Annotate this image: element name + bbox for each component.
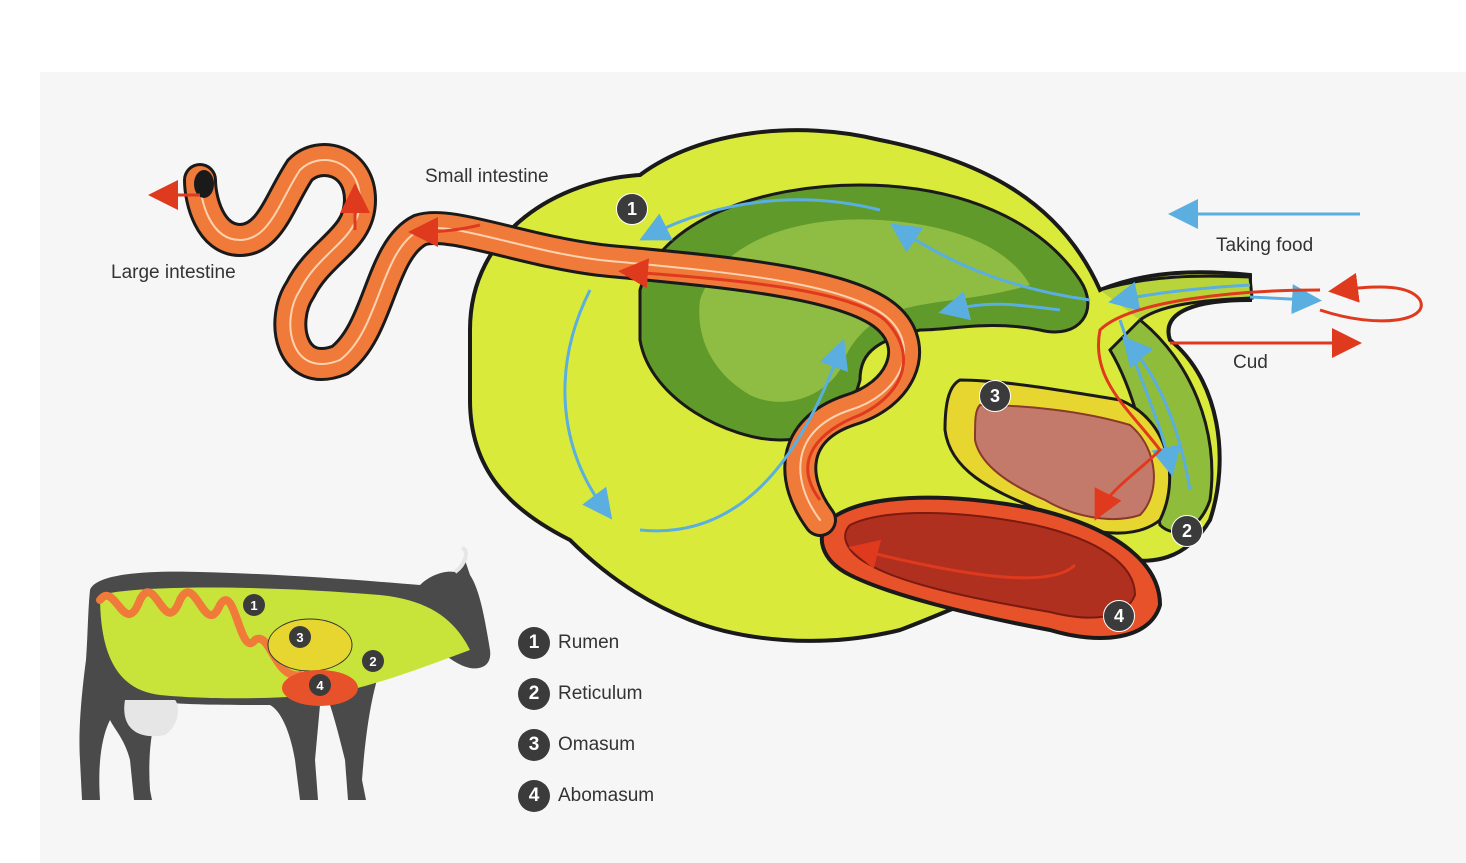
- cow-abomasum-badge: 4: [309, 674, 331, 696]
- large-intestine-label: Large intestine: [111, 262, 236, 283]
- cud-label: Cud: [1233, 352, 1268, 373]
- reticulum-badge: 2: [1171, 515, 1203, 547]
- small-intestine-label: Small intestine: [425, 166, 549, 187]
- legend-label: Omasum: [558, 734, 636, 755]
- legend-badge: 3: [518, 729, 550, 761]
- cow-horn: [453, 546, 468, 574]
- cow-reticulum-badge: 2: [362, 650, 384, 672]
- legend-badge: 2: [518, 678, 550, 710]
- legend-badge: 1: [518, 627, 550, 659]
- legend-label: Rumen: [558, 632, 620, 653]
- legend-item-abomasum: 4 Abomasum: [518, 779, 654, 813]
- rumen-badge: 1: [616, 193, 648, 225]
- cow-udder: [124, 700, 178, 737]
- legend-item-omasum: 3 Omasum: [518, 728, 654, 762]
- abomasum-badge: 4: [1103, 600, 1135, 632]
- intestine-opening: [194, 170, 214, 198]
- cow-omasum: [267, 618, 353, 672]
- cow-illustration: [79, 546, 491, 800]
- omasum-badge: 3: [979, 380, 1011, 412]
- cow-omasum-badge: 3: [289, 626, 311, 648]
- cud-flow-arrows: [148, 180, 1423, 580]
- food-flow-arrows: [563, 198, 1360, 533]
- legend-item-rumen: 1 Rumen: [518, 626, 654, 660]
- legend: 1 Rumen 2 Reticulum 3 Omasum 4 Abomasum: [518, 626, 654, 830]
- cow-rumen-badge: 1: [243, 594, 265, 616]
- legend-label: Reticulum: [558, 683, 643, 704]
- cow-intestine-coil: [96, 588, 304, 680]
- legend-badge: 4: [518, 780, 550, 812]
- taking-food-label: Taking food: [1216, 235, 1314, 256]
- legend-label: Abomasum: [558, 785, 655, 806]
- legend-item-reticulum: 2 Reticulum: [518, 677, 654, 711]
